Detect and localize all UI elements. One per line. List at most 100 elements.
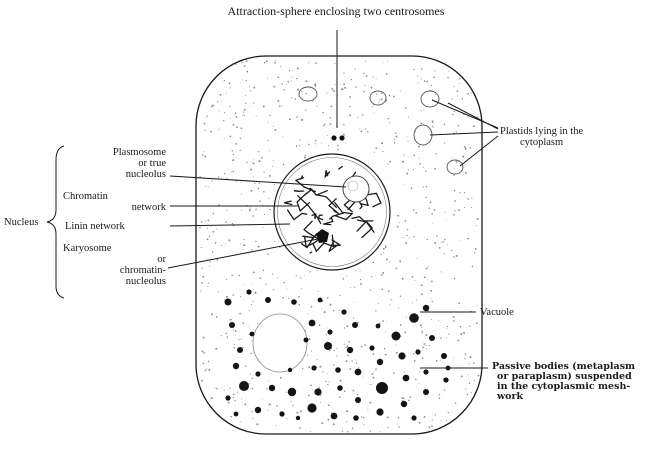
stipple-dot [230,87,231,88]
stipple-dot [426,268,428,270]
stipple-dot [230,319,232,321]
stipple-dot [311,351,312,352]
stipple-dot [375,368,377,370]
stipple-dot [242,79,243,80]
stipple-dot [235,143,237,145]
stipple-dot [233,397,234,398]
stipple-dot [414,360,416,362]
stipple-dot [404,154,405,155]
stipple-dot [327,419,329,421]
stipple-dot [218,204,220,206]
stipple-dot [460,326,462,328]
stipple-dot [389,122,390,123]
stipple-dot [421,294,423,296]
stipple-dot [212,252,213,253]
stipple-dot [478,375,480,377]
stipple-dot [233,347,234,348]
stipple-dot [430,290,432,292]
stipple-dot [282,106,283,107]
stipple-dot [274,86,276,88]
stipple-dot [242,347,243,348]
stipple-dot [250,208,251,209]
stipple-dot [364,344,366,346]
stipple-dot [465,388,466,389]
stipple-dot [400,324,402,326]
chromatin-thread [310,252,312,253]
stipple-dot [396,135,398,137]
passive-body [311,365,316,370]
stipple-dot [275,129,277,131]
stipple-dot [346,275,347,276]
passive-body [376,324,381,329]
stipple-dot [402,161,404,163]
stipple-dot [235,112,237,114]
stipple-dot [477,218,479,220]
stipple-dot [238,339,239,340]
stipple-dot [431,213,433,215]
stipple-dot [406,173,408,175]
passive-body [441,353,447,359]
stipple-dot [446,420,447,421]
chromatin-label-line1: Chromatin [63,191,108,202]
stipple-dot [393,96,395,98]
passive-body [423,369,428,374]
stipple-dot [435,414,436,415]
stipple-dot [381,274,383,276]
stipple-dot [254,183,255,184]
stipple-dot [204,155,206,157]
stipple-dot [350,287,351,288]
stipple-dot [388,164,389,165]
stipple-dot [217,101,218,102]
stipple-dot [333,90,335,92]
stipple-dot [340,295,341,296]
passive-body [269,385,275,391]
stipple-dot [232,294,234,296]
stipple-dot [269,403,271,405]
stipple-dot [346,143,347,144]
stipple-dot [253,159,254,160]
stipple-dot [211,180,212,181]
passive-body [307,403,316,412]
stipple-dot [210,131,212,133]
stipple-dot [383,248,385,250]
stipple-dot [385,331,386,332]
stipple-dot [219,94,221,96]
vacuole-label: Vacuole [480,307,514,318]
stipple-dot [362,114,363,115]
stipple-dot [248,254,249,255]
passive-body [324,342,332,350]
passive-body [225,299,232,306]
stipple-dot [231,416,233,418]
stipple-dot [359,128,360,129]
stipple-dot [413,69,414,70]
stipple-dot [237,392,238,393]
stipple-dot [366,75,368,77]
stipple-dot [473,125,475,127]
stipple-dot [311,306,313,308]
stipple-dot [431,319,432,320]
stipple-dot [234,400,235,401]
stipple-dot [208,283,209,284]
stipple-dot [278,241,279,242]
stipple-dot [233,329,234,330]
stipple-dot [417,258,418,259]
stipple-dot [261,157,263,159]
stipple-dot [333,364,334,365]
stipple-dot [447,77,449,79]
stipple-dot [249,106,250,107]
stipple-dot [381,142,383,144]
stipple-dot [465,172,467,174]
stipple-dot [228,239,230,241]
stipple-dot [246,60,248,62]
stipple-dot [277,100,279,102]
stipple-dot [467,394,469,396]
stipple-dot [269,209,270,210]
stipple-dot [250,90,251,91]
passive-body [409,313,419,323]
stipple-dot [447,244,448,245]
stipple-dot [241,210,242,211]
stipple-dot [255,209,257,211]
stipple-dot [419,371,420,372]
stipple-dot [467,238,469,240]
stipple-dot [399,260,401,262]
